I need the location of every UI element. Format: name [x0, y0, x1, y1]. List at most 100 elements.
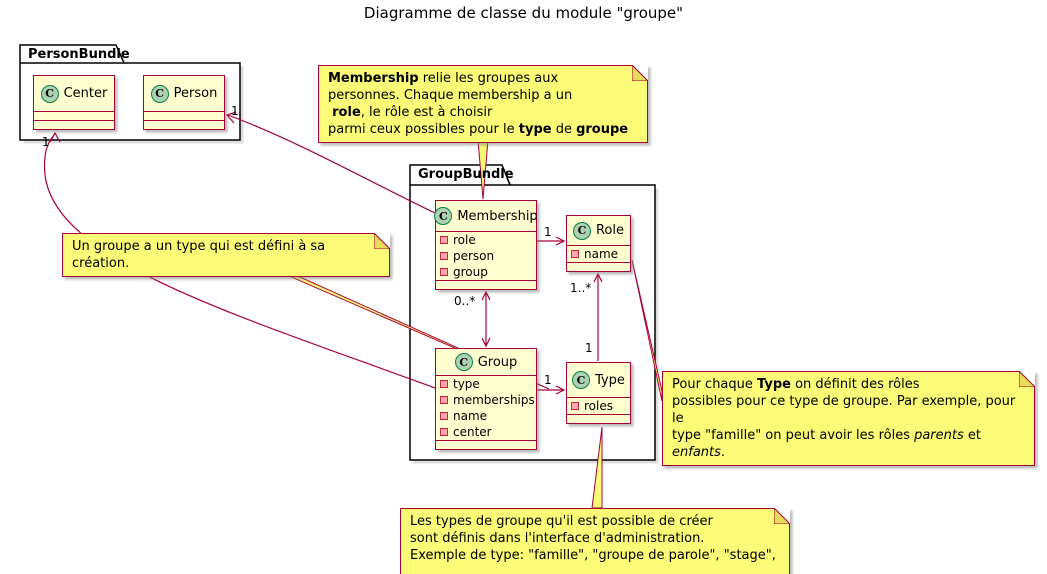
- class-icon: C: [40, 84, 59, 103]
- note-line: personnes. Chaque membership a un: [328, 88, 573, 103]
- attribute-row: memberships: [436, 392, 536, 408]
- assoc-membership-person: [227, 114, 436, 214]
- class-icon: C: [572, 371, 591, 389]
- class-person-header: C Person: [144, 76, 224, 112]
- diagram-title: Diagramme de classe du module "groupe": [363, 4, 684, 22]
- attribute-row: role: [436, 232, 536, 248]
- arrowhead-person: [225, 111, 237, 124]
- class-group-header: C Group: [436, 349, 536, 376]
- attribute-name: group: [453, 265, 488, 279]
- attribute-name: person: [453, 249, 495, 263]
- field-icon: [440, 236, 448, 244]
- class-type-attributes: roles: [567, 398, 630, 414]
- attribute-row: type: [436, 376, 536, 392]
- class-icon: C: [434, 207, 453, 225]
- attribute-row: center: [436, 424, 536, 440]
- class-icon: C: [454, 353, 473, 371]
- class-name: Membership: [457, 208, 538, 224]
- class-group: C Group type memberships name center: [435, 348, 537, 450]
- attribute-row: group: [436, 264, 536, 280]
- note-line: Exemple de type: "famille", "groupe de p…: [410, 548, 781, 574]
- class-center-attributes: [34, 112, 114, 120]
- arrowhead-membership: [481, 290, 491, 301]
- arrowhead-group: [481, 337, 491, 348]
- note-group-type: Un groupe a un type qui est défini à sa …: [62, 233, 390, 277]
- attribute-row: roles: [567, 398, 630, 414]
- field-icon: [440, 428, 448, 436]
- field-icon: [440, 380, 448, 388]
- arrowheads: [49, 111, 603, 395]
- multiplicity-type-role-target: 1..*: [570, 281, 592, 295]
- attribute-name: name: [453, 409, 488, 423]
- class-name: Type: [595, 372, 625, 388]
- note-line: Membership relie les groupes aux: [328, 71, 559, 86]
- attribute-row: person: [436, 248, 536, 264]
- multiplicity-membership-role: 1: [544, 225, 552, 239]
- note-fold-icon: [774, 508, 790, 524]
- note-line: possibles pour ce type de groupe. Par ex…: [672, 394, 1020, 426]
- class-type-header: C Type: [567, 363, 630, 398]
- field-icon: [571, 402, 579, 410]
- class-role-methods: [567, 262, 630, 271]
- field-icon: [440, 412, 448, 420]
- class-name: Role: [595, 223, 624, 238]
- note-type: Les types de groupe qu'il est possible d…: [400, 508, 790, 574]
- arrowhead-role: [555, 236, 566, 246]
- note-line: sont définis dans l'interface d'administ…: [410, 531, 705, 546]
- attribute-name: memberships: [453, 393, 535, 407]
- field-icon: [440, 252, 448, 260]
- class-icon: C: [572, 221, 591, 240]
- note-fold-icon: [1019, 371, 1035, 387]
- class-membership-methods: [436, 280, 536, 289]
- field-icon: [440, 396, 448, 404]
- attribute-name: name: [584, 247, 619, 261]
- class-group-methods: [436, 440, 536, 449]
- class-membership-attributes: role person group: [436, 232, 536, 280]
- class-role-attributes: name: [567, 246, 630, 262]
- class-type: C Type roles: [566, 362, 631, 424]
- class-membership: C Membership role person group: [434, 200, 538, 290]
- package-groupbundle-label: GroupBundle: [418, 167, 514, 182]
- class-center-methods: [34, 120, 114, 129]
- class-icon: C: [150, 84, 169, 103]
- note-line: role, le rôle est à choisir: [332, 105, 493, 120]
- arrowhead-type: [555, 385, 566, 395]
- class-name: Center: [63, 86, 108, 101]
- multiplicity-group-center: 1: [42, 135, 50, 149]
- field-icon: [571, 250, 579, 258]
- class-person-methods: [144, 120, 224, 129]
- note-fold-icon: [632, 65, 648, 81]
- class-role: C Role name: [566, 215, 631, 272]
- multiplicity-type-role-source: 1: [585, 341, 593, 355]
- arrowhead-center: [49, 131, 61, 143]
- field-icon: [440, 268, 448, 276]
- note-line: Pour chaque Type on définit des rôles: [672, 377, 920, 392]
- class-person: C Person: [143, 75, 225, 130]
- note-line: Un groupe a un type qui est défini à sa …: [72, 239, 330, 271]
- class-person-attributes: [144, 112, 224, 120]
- attribute-name: role: [453, 233, 476, 247]
- attribute-row: name: [567, 246, 630, 262]
- class-group-attributes: type memberships name center: [436, 376, 536, 440]
- attribute-name: center: [453, 425, 492, 439]
- multiplicity-membership-person: 1: [231, 104, 239, 118]
- class-center: C Center: [33, 75, 115, 130]
- class-name: Person: [173, 86, 218, 101]
- note-line: Les types de groupe qu'il est possible d…: [410, 514, 713, 529]
- class-center-header: C Center: [34, 76, 114, 112]
- class-membership-header: C Membership: [434, 201, 538, 232]
- note-membership: Membership relie les groupes aux personn…: [318, 65, 648, 143]
- class-name: Group: [477, 354, 518, 370]
- arrowhead-role-from-type: [593, 272, 603, 283]
- note-line: type "famille" on peut avoir les rôles p…: [672, 428, 986, 460]
- note-role: Pour chaque Type on définit des rôles po…: [662, 371, 1035, 466]
- attribute-name: roles: [584, 399, 613, 413]
- class-role-header: C Role: [567, 216, 630, 246]
- note-line: parmi ceux possibles pour le type de gro…: [328, 122, 629, 137]
- multiplicity-membership-group: 0..*: [454, 294, 476, 308]
- multiplicity-group-type: 1: [544, 373, 552, 387]
- attribute-name: type: [453, 377, 480, 391]
- note-fold-icon: [374, 233, 390, 249]
- class-type-methods: [567, 414, 630, 423]
